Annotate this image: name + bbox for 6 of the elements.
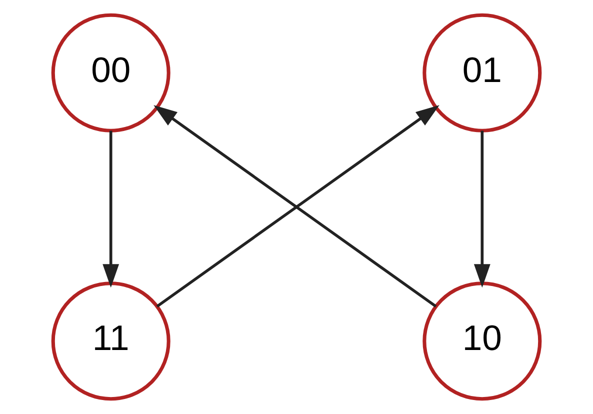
node-circle: 00 [51, 13, 170, 132]
node-circle: 01 [422, 13, 542, 132]
arrow [474, 130, 490, 288]
arrow [102, 130, 120, 288]
node-circle: 11 [51, 282, 170, 401]
node-circle: 10 [422, 282, 542, 401]
